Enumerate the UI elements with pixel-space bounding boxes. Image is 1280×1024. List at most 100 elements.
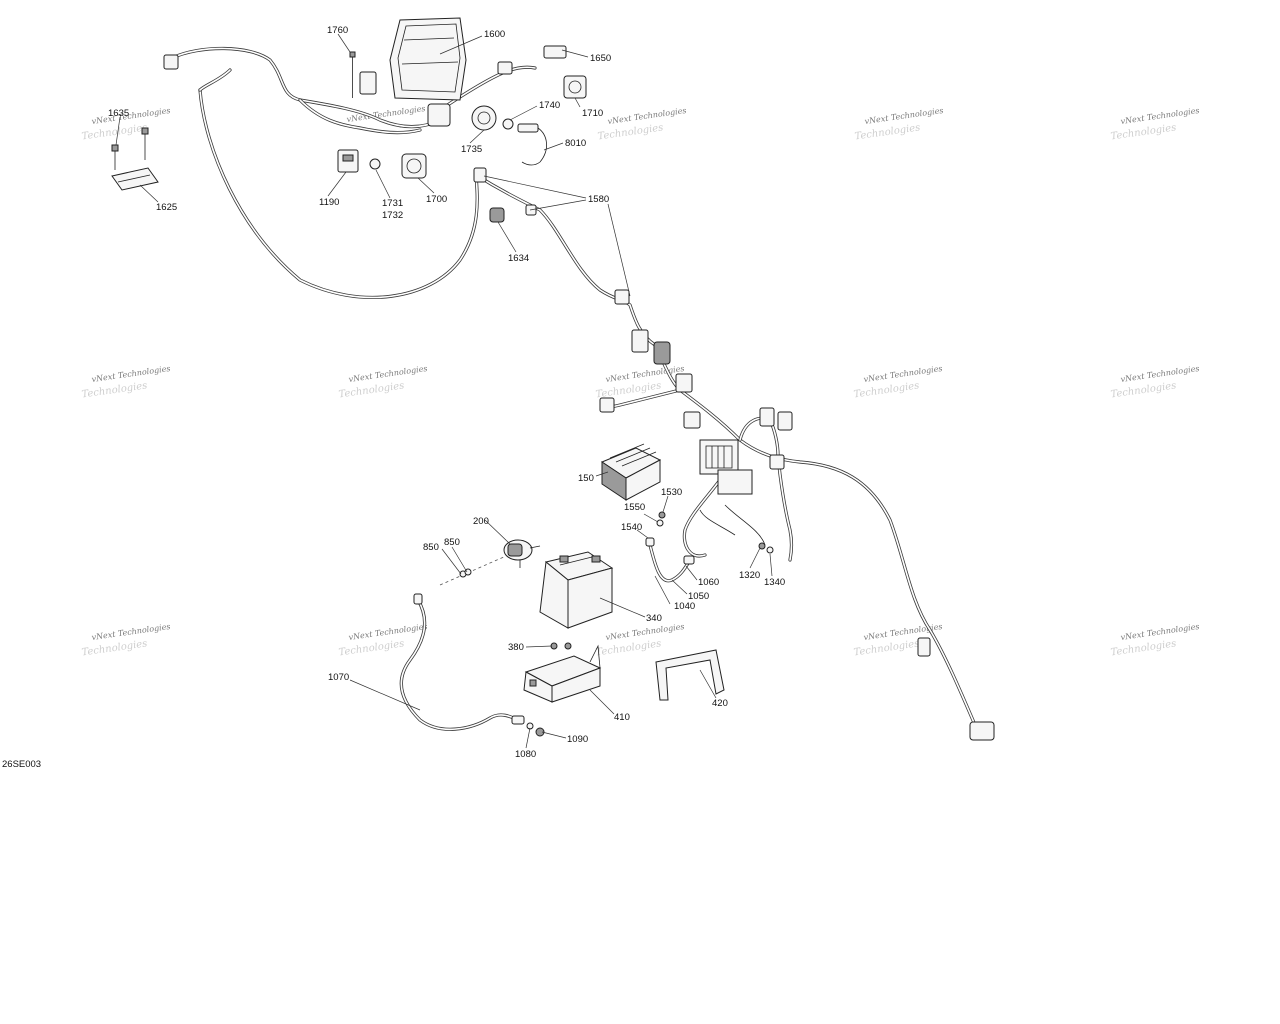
instrument-cluster <box>389 17 467 101</box>
connector <box>359 71 377 95</box>
svg-text:Technologies: Technologies <box>1110 638 1177 658</box>
callout-1710: 1710 <box>582 108 603 119</box>
watermark: Technologies vNext Technologies <box>1110 106 1200 142</box>
svg-text:vNext Technologies: vNext Technologies <box>348 622 428 642</box>
callout-1050: 1050 <box>688 591 709 602</box>
harness-connector <box>473 167 487 183</box>
callout-340: 340 <box>646 613 662 624</box>
harness-end-connector <box>969 721 995 741</box>
harness-connector <box>653 341 671 365</box>
relay-block <box>717 469 753 495</box>
key-switch-1735 <box>471 105 497 131</box>
screw-1635 <box>111 144 119 170</box>
switch-1190 <box>337 149 359 173</box>
callout-1700: 1700 <box>426 194 447 205</box>
callout-1732: 1732 <box>382 210 403 221</box>
fasteners <box>526 511 774 737</box>
svg-text:Technologies: Technologies <box>1110 122 1177 142</box>
watermark: Technologies vNext Technologies <box>854 106 944 142</box>
harness-connector <box>631 329 649 353</box>
svg-text:Technologies: Technologies <box>853 638 920 658</box>
battery-cable-1070 <box>399 593 525 731</box>
screw-1760 <box>349 51 356 98</box>
harness-connector <box>917 637 931 657</box>
svg-text:vNext Technologies: vNext Technologies <box>91 106 171 126</box>
harness-connector <box>599 397 615 413</box>
svg-text:vNext Technologies: vNext Technologies <box>1120 622 1200 642</box>
callout-1090: 1090 <box>567 734 588 745</box>
screw-380 <box>564 642 572 650</box>
nut-1740 <box>502 118 514 130</box>
callout-420: 420 <box>712 698 728 709</box>
svg-text:vNext Technologies: vNext Technologies <box>1120 364 1200 384</box>
voltage-regulator-150 <box>600 443 662 501</box>
svg-text:vNext Technologies: vNext Technologies <box>863 364 943 384</box>
callout-1550: 1550 <box>624 502 645 513</box>
callout-1650: 1650 <box>590 53 611 64</box>
starter-solenoid-200 <box>503 539 541 568</box>
callout-850-a: 850 <box>423 542 439 553</box>
leader-lines <box>115 33 773 749</box>
watermark: Technologies vNext Technologies <box>81 364 171 400</box>
callout-1740: 1740 <box>539 100 560 111</box>
figure-code: 26SE003 <box>2 759 42 770</box>
callout-150: 150 <box>578 473 594 484</box>
harness-connector <box>683 411 701 429</box>
callout-8010: 8010 <box>565 138 586 149</box>
callout-1320: 1320 <box>739 570 760 581</box>
svg-text:Technologies: Technologies <box>597 122 664 142</box>
washer-1550 <box>656 519 664 527</box>
svg-text:Technologies: Technologies <box>81 638 148 658</box>
nut-1340 <box>766 546 774 554</box>
upper-components <box>337 45 587 223</box>
svg-text:vNext Technologies: vNext Technologies <box>91 622 171 642</box>
callout-200: 200 <box>473 516 489 527</box>
svg-text:Technologies: Technologies <box>338 380 405 400</box>
harness-connector <box>759 407 775 427</box>
connector-1650 <box>543 45 567 59</box>
harness-connector <box>614 289 630 305</box>
watermark: Technologies vNext Technologies <box>81 622 171 658</box>
callout-1760: 1760 <box>327 25 348 36</box>
svg-text:Technologies: Technologies <box>338 638 405 658</box>
connector <box>427 103 451 127</box>
svg-text:Technologies: Technologies <box>81 380 148 400</box>
watermark: Technologies vNext Technologies <box>338 364 428 400</box>
svg-text:vNext Technologies: vNext Technologies <box>605 622 685 642</box>
callout-380: 380 <box>508 642 524 653</box>
battery-340 <box>539 551 614 629</box>
svg-text:Technologies: Technologies <box>854 122 921 142</box>
callout-labels: 1760 1600 1650 1710 1740 1735 8010 1635 … <box>108 25 785 760</box>
watermark: Technologies vNext Technologies <box>595 622 685 658</box>
svg-text:vNext Technologies: vNext Technologies <box>91 364 171 384</box>
harness-end-connector <box>163 54 179 70</box>
svg-text:Technologies: Technologies <box>81 122 148 142</box>
switch-1634 <box>489 207 505 223</box>
battery-strap-420 <box>655 649 725 701</box>
harness-connector <box>777 411 793 431</box>
watermark: Technologies vNext Technologies <box>1110 622 1200 658</box>
callout-1060: 1060 <box>698 577 719 588</box>
callout-1634: 1634 <box>508 253 529 264</box>
screw-1530 <box>658 511 666 519</box>
callout-1530: 1530 <box>661 487 682 498</box>
callout-1190: 1190 <box>319 197 339 208</box>
cable-8010 <box>517 123 547 166</box>
nut-1731 <box>369 158 381 170</box>
callout-1040: 1040 <box>674 601 695 612</box>
nut-1090 <box>535 727 545 737</box>
module-1625 <box>111 127 159 191</box>
callout-1625: 1625 <box>156 202 177 213</box>
harness-connector <box>675 373 693 393</box>
callout-1731: 1731 <box>382 198 403 209</box>
watermark: Technologies vNext Technologies <box>853 622 943 658</box>
watermark: Technologies vNext Technologies <box>853 364 943 400</box>
connector <box>497 61 513 75</box>
watermark: Technologies vNext Technologies <box>1110 364 1200 400</box>
callout-1580: 1580 <box>588 194 609 205</box>
screw-1320 <box>758 542 766 550</box>
watermark: Technologies vNext Technologies <box>597 106 687 142</box>
callout-410: 410 <box>614 712 630 723</box>
screw-1635 <box>141 127 149 160</box>
